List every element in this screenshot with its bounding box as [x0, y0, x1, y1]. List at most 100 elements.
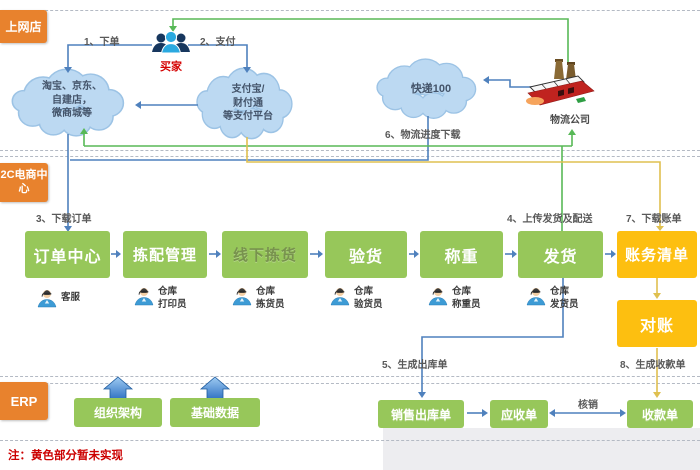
- cloud-express-text: 快递100: [395, 83, 467, 97]
- process-box-offline-picking: 线下拣货: [222, 231, 308, 278]
- block-up-arrows: [102, 376, 231, 401]
- erp-box-base-data-text: 基础数据: [190, 406, 239, 420]
- finance-box-sales-outbound: 销售出库单: [378, 400, 464, 428]
- step-label-1: 1、下单: [84, 37, 120, 48]
- role-label: 仓库 发货员: [550, 286, 579, 311]
- person-icon: [232, 288, 252, 306]
- step-label-7: 7、下载账单: [626, 214, 682, 225]
- erp-box-org-structure-text: 组织架构: [93, 406, 142, 420]
- process-box-shipping: 发货: [518, 231, 603, 278]
- person-icon: [134, 288, 154, 306]
- process-box-shipping-text: 发货: [543, 248, 578, 266]
- buyer-label: 买家: [160, 61, 182, 73]
- green-arrowheads: [80, 26, 576, 135]
- finance-box-sales-outbound-text: 销售出库单: [390, 407, 451, 422]
- role-label: 仓库 称重员: [452, 286, 481, 311]
- cloud-shops-line1: 淘宝、京东、: [42, 81, 102, 92]
- step-label-5: 5、生成出库单: [382, 360, 448, 371]
- block-arrow-org-icon: [102, 376, 134, 401]
- footnote: 注：黄色部分暂未实现: [8, 450, 123, 462]
- role-label-line2: 称重员: [452, 298, 481, 310]
- cloud-express-line1: 快递100: [410, 83, 452, 95]
- section-label-erp: ERP: [0, 382, 48, 420]
- role-warehouse-printer: 仓库 打印员: [133, 286, 187, 311]
- process-box-order-center-text: 订单中心: [33, 248, 102, 266]
- background-shade: [383, 428, 700, 470]
- yellow-arrowheads: [653, 226, 664, 398]
- process-box-picking-mgmt-text: 拣配管理: [132, 247, 197, 264]
- role-warehouse-weigher: 仓库 称重员: [427, 286, 481, 311]
- role-label: 仓库 拣货员: [256, 286, 285, 311]
- role-customer-service: 客服: [36, 288, 80, 308]
- reconciliation-box: 对账: [617, 300, 697, 347]
- step-label-2: 2、支付: [200, 37, 236, 48]
- cloud-payment-line3: 等支付平台: [223, 111, 273, 122]
- role-label: 仓库 打印员: [158, 286, 187, 311]
- blue-arrowheads: [64, 67, 626, 417]
- finance-box-receivable-text: 应收单: [500, 407, 537, 422]
- cloud-shops-line3: 微商城等: [52, 108, 92, 119]
- section-label-ec: 2C电商中心: [0, 163, 48, 202]
- role-label-line2: 验货员: [354, 298, 383, 310]
- step-label-6: 6、物流进度下载: [385, 130, 461, 141]
- section-divider: [0, 440, 700, 441]
- role-label-line2: 拣货员: [256, 298, 285, 310]
- writeoff-label: 核销: [578, 400, 598, 411]
- process-box-inspection: 验货: [325, 231, 407, 278]
- section-label-store-text: 上网店: [5, 20, 42, 34]
- process-box-picking-mgmt: 拣配管理: [123, 231, 207, 278]
- finance-box-receipt: 收款单: [627, 400, 693, 428]
- person-icon: [330, 288, 350, 306]
- process-box-weighing-text: 称重: [444, 248, 479, 266]
- role-label-line2: 打印员: [158, 298, 187, 310]
- blue-connectors: [67, 44, 620, 414]
- yellow-connectors: [246, 137, 661, 393]
- finance-box-receipt-text: 收款单: [641, 407, 678, 422]
- green-connectors: [83, 18, 573, 231]
- role-label: 仓库 验货员: [354, 286, 383, 311]
- step-label-4: 4、上传发货及配送: [507, 214, 593, 225]
- role-label-line1: 仓库: [158, 286, 178, 297]
- person-icon: [37, 290, 57, 308]
- role-label-line1: 仓库: [256, 286, 276, 297]
- role-label-line1: 仓库: [452, 286, 472, 297]
- logistics-factory-icon: [526, 59, 595, 106]
- process-box-inspection-text: 验货: [348, 248, 383, 266]
- section-divider: [0, 383, 700, 384]
- section-divider: [0, 376, 700, 377]
- step-label-8: 8、生成收款单: [620, 360, 686, 371]
- section-divider: [0, 156, 700, 157]
- section-divider: [0, 10, 700, 11]
- process-box-offline-picking-text: 线下拣货: [232, 247, 297, 264]
- person-icon: [526, 288, 546, 306]
- finance-box-receivable: 应收单: [490, 400, 548, 428]
- reconciliation-box-text: 对账: [639, 317, 674, 335]
- cloud-shops-text: 淘宝、京东、 自建店， 微商城等: [17, 80, 127, 121]
- buyer-icon: [152, 30, 190, 54]
- logistics-label: 物流公司: [550, 115, 590, 126]
- role-label-line1: 仓库: [354, 286, 374, 297]
- process-box-billing-list-text: 账务清单: [624, 247, 689, 264]
- section-label-erp-text: ERP: [10, 393, 38, 409]
- section-label-ec-text: 2C电商中心: [0, 168, 48, 195]
- person-icon: [428, 288, 448, 306]
- cloud-payment-line2: 财付通: [233, 97, 263, 109]
- cloud-shops-line2: 自建店，: [52, 94, 92, 106]
- cloud-payment-line1: 支付宝/: [231, 84, 265, 95]
- cloud-payment-text: 支付宝/ 财付通 等支付平台: [201, 83, 295, 124]
- section-divider: [0, 150, 700, 151]
- role-label-line1: 仓库: [550, 286, 570, 297]
- role-label-line2: 发货员: [550, 298, 579, 310]
- role-warehouse-picker: 仓库 拣货员: [231, 286, 285, 311]
- section-label-store: 上网店: [0, 10, 47, 43]
- role-label: 客服: [61, 291, 81, 303]
- process-box-order-center: 订单中心: [25, 231, 110, 278]
- step-label-3: 3、下载订单: [36, 214, 92, 225]
- block-arrow-basedata-icon: [199, 376, 231, 401]
- erp-box-base-data: 基础数据: [170, 398, 260, 427]
- process-box-billing-list: 账务清单: [617, 231, 697, 278]
- role-warehouse-shipper: 仓库 发货员: [525, 286, 579, 311]
- erp-box-org-structure: 组织架构: [74, 398, 162, 427]
